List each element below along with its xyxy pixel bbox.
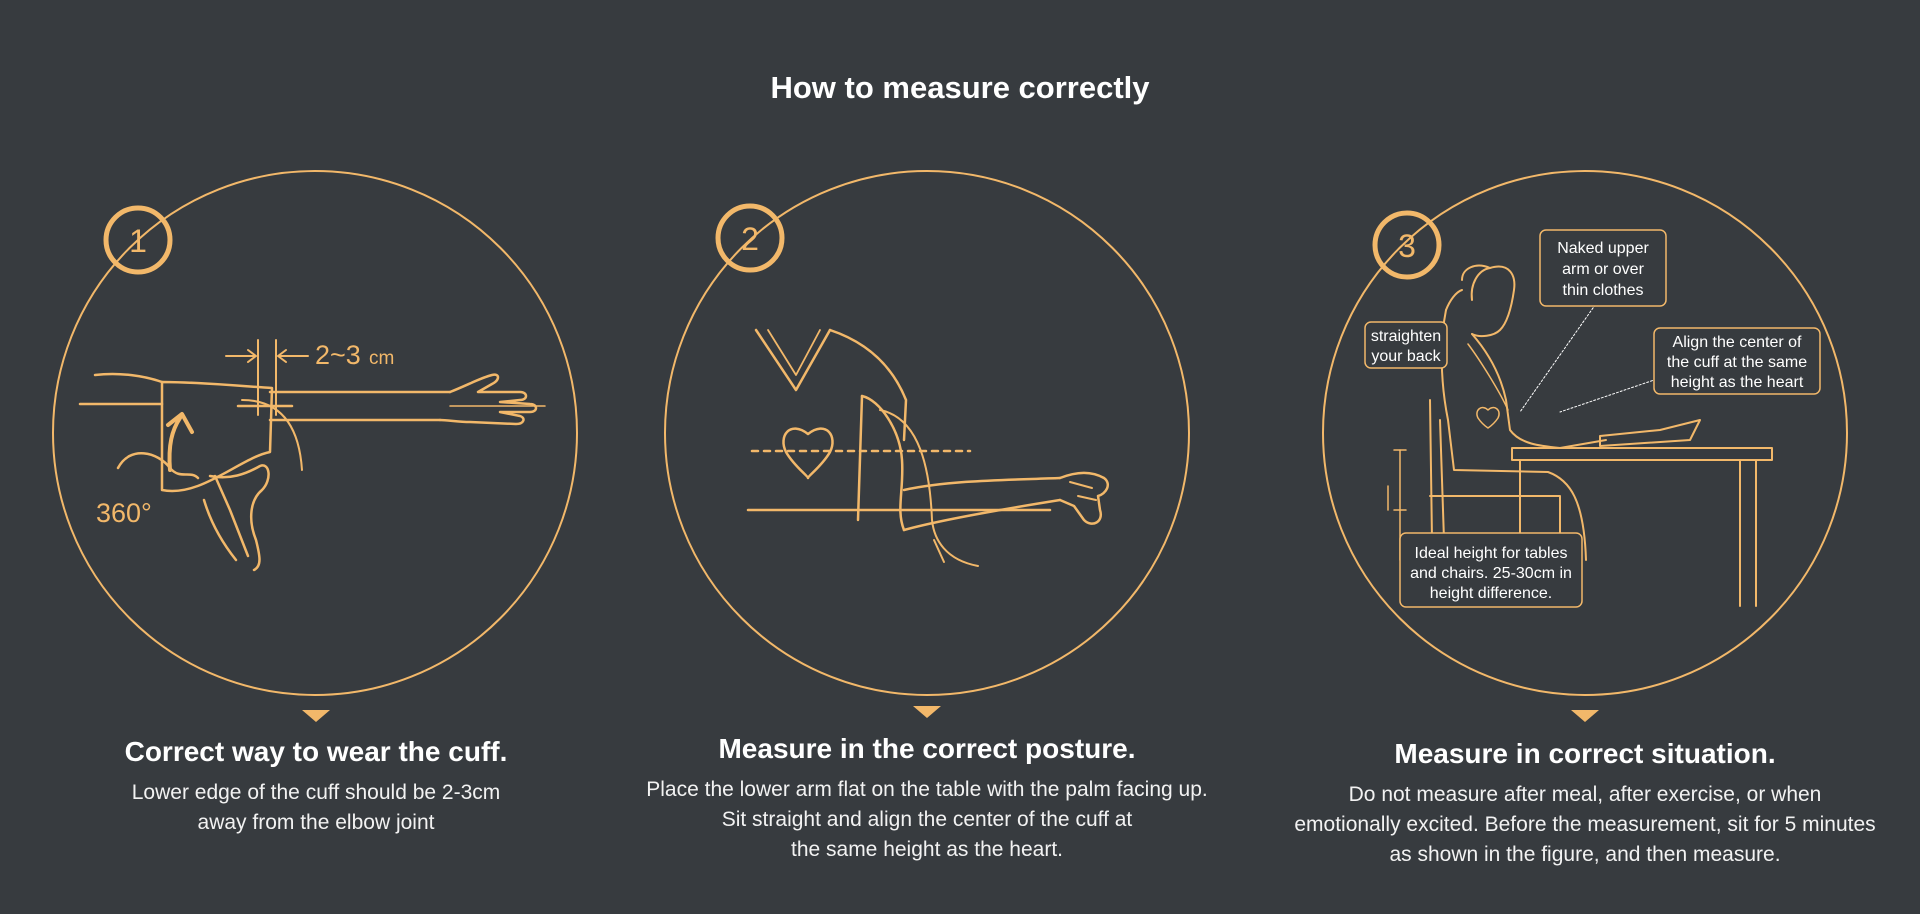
- page-title: How to measure correctly: [770, 70, 1150, 105]
- step-2-heading: Measure in the correct posture.: [718, 733, 1136, 764]
- step-2-description: Place the lower arm flat on the table wi…: [646, 778, 1208, 861]
- callout-straighten-back: straighten your back: [1364, 321, 1448, 369]
- step-1-text: Correct way to wear the cuff. Lower edge…: [0, 736, 666, 838]
- step-2-text: Measure in the correct posture. Place th…: [577, 733, 1277, 865]
- svg-text:and chairs. 25-30cm in: and chairs. 25-30cm in: [1410, 565, 1572, 582]
- svg-text:height as the heart: height as the heart: [1671, 374, 1804, 391]
- step-3-heading: Measure in correct situation.: [1394, 738, 1776, 769]
- svg-text:Ideal height for tables: Ideal height for tables: [1415, 545, 1568, 562]
- step-1-number-badge: [103, 205, 173, 275]
- step-1-circle: [52, 170, 578, 696]
- svg-text:height difference.: height difference.: [1430, 585, 1552, 602]
- step-3-number-badge: [1372, 210, 1442, 280]
- step-3-number: 3: [1398, 228, 1416, 264]
- step-2-circle: [664, 170, 1190, 696]
- svg-text:arm or over: arm or over: [1562, 261, 1644, 278]
- step-2-number-badge: [715, 203, 785, 273]
- svg-text:Align the center of: Align the center of: [1673, 334, 1803, 351]
- step-1-number: 1: [129, 223, 147, 259]
- step-3-text: Measure in correct situation. Do not mea…: [1235, 738, 1920, 870]
- step-2-pointer-icon: [913, 706, 941, 718]
- step-3-description: Do not measure after meal, after exercis…: [1294, 783, 1876, 866]
- step-2-number: 2: [741, 221, 759, 257]
- svg-text:Naked upper: Naked upper: [1557, 240, 1649, 257]
- svg-text:the cuff at the same: the cuff at the same: [1667, 354, 1807, 371]
- step-3-pointer-icon: [1571, 710, 1599, 722]
- step-2-illustration: [664, 170, 1190, 696]
- svg-text:your back: your back: [1371, 348, 1441, 365]
- heart-icon: [782, 427, 834, 480]
- callout-align-center: Align the center of the cuff at the same…: [1653, 327, 1821, 395]
- step-1-pointer-icon: [302, 710, 330, 722]
- step-1-heading: Correct way to wear the cuff.: [124, 736, 508, 767]
- svg-text:thin clothes: thin clothes: [1563, 282, 1644, 299]
- rotation-label: 360°: [96, 498, 152, 528]
- step-1-description: Lower edge of the cuff should be 2-3cm a…: [131, 781, 501, 834]
- cuff-gap-value: 2~3: [315, 340, 361, 370]
- callout-ideal-height: Ideal height for tables and chairs. 25-3…: [1399, 532, 1583, 608]
- callout-naked-arm: Naked upper arm or over thin clothes: [1539, 229, 1667, 307]
- svg-text:straighten: straighten: [1371, 328, 1441, 345]
- step-3-circle: [1322, 170, 1848, 696]
- step-1-illustration: [52, 170, 578, 696]
- cuff-gap-unit: cm: [369, 348, 394, 369]
